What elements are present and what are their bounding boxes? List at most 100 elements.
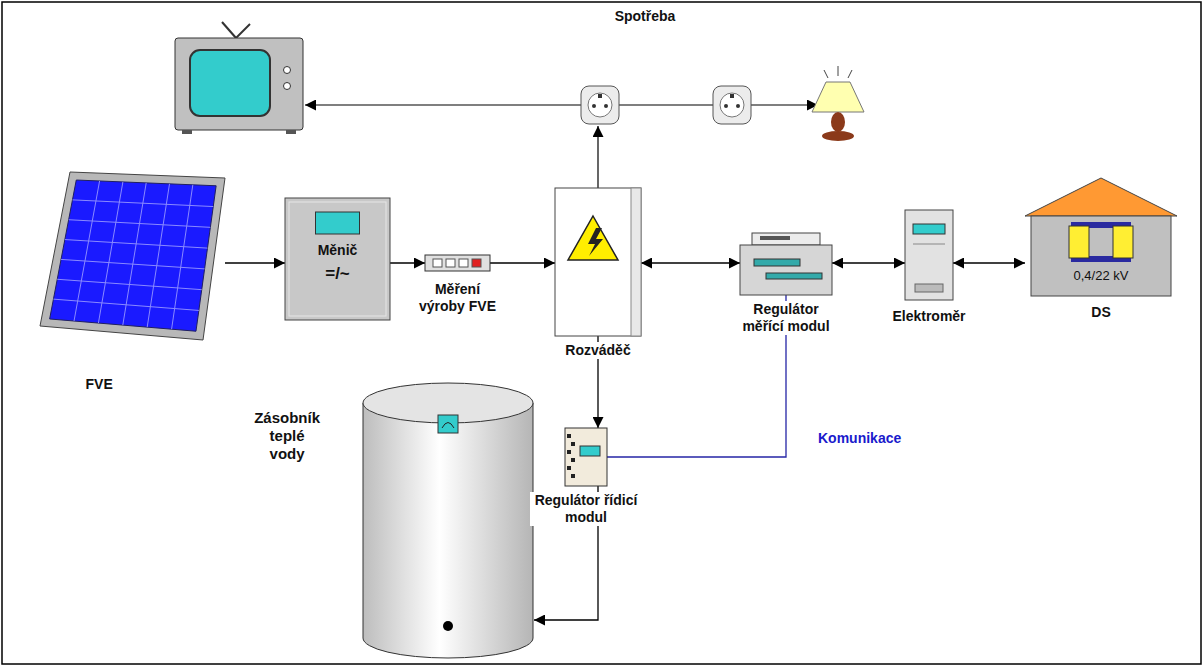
distribution-cabinet-shape xyxy=(555,188,641,336)
power-connector xyxy=(390,262,425,263)
power-connector xyxy=(641,262,740,263)
panel-grid xyxy=(172,185,193,329)
tv-screen xyxy=(190,50,270,116)
tv-foot xyxy=(182,130,192,134)
wire-socket xyxy=(619,104,713,105)
power-connector xyxy=(953,262,1025,263)
tv-foot xyxy=(286,130,296,134)
production-meter-shape xyxy=(425,255,490,271)
inverter-body xyxy=(285,198,390,320)
panel-frame xyxy=(40,172,225,340)
socket-icon xyxy=(581,86,619,124)
control-body xyxy=(565,428,607,486)
control-vent xyxy=(567,450,571,454)
control-vent xyxy=(571,474,575,478)
meter-strip xyxy=(425,255,490,271)
tv-knob xyxy=(284,83,291,90)
panel-grid xyxy=(53,299,198,310)
node-label: FVE xyxy=(84,376,115,393)
meter-digit xyxy=(433,259,442,267)
tv-knob xyxy=(284,67,291,74)
node-label: Měnič xyxy=(285,242,390,259)
socket-plate xyxy=(581,86,619,124)
node-label: =/~ xyxy=(285,264,390,284)
socket-plate xyxy=(713,86,751,124)
panel-cells xyxy=(50,180,217,331)
socket-pin xyxy=(736,104,740,108)
production-meter: Měření výroby FVE xyxy=(425,255,490,271)
solar-panel: FVE xyxy=(40,172,225,340)
wire-to-lamp xyxy=(751,104,818,105)
grid-substation: 0,4/22 kVDS xyxy=(1025,178,1177,296)
distribution-cabinet: Rozváděč xyxy=(555,188,641,336)
regulator-body xyxy=(740,245,832,295)
lamp-body xyxy=(831,112,845,132)
tv-antenna xyxy=(222,22,236,38)
panel-grid xyxy=(72,200,213,207)
regulator-module-shape xyxy=(740,233,832,295)
tv-icon xyxy=(175,22,303,134)
connector-label: Komunikace xyxy=(816,430,903,446)
gauge-needle xyxy=(442,423,454,429)
socket-ground xyxy=(598,94,602,98)
tv-body xyxy=(175,38,303,130)
lamp-ray xyxy=(824,70,828,78)
socket-pin xyxy=(604,104,608,108)
electricity-meter: Elektroměr xyxy=(905,210,953,300)
tank-outlet xyxy=(443,621,453,631)
control-vent xyxy=(571,442,575,446)
socket-face xyxy=(720,93,744,117)
meter-digit xyxy=(446,259,455,267)
power-connector xyxy=(832,262,905,263)
cabinet-body xyxy=(555,188,641,336)
regulator-module: Regulátor měřící modul xyxy=(740,233,832,295)
control-module-shape xyxy=(565,428,607,486)
warning-triangle xyxy=(568,216,618,260)
meter-digit xyxy=(472,259,481,267)
socket-pin xyxy=(724,104,728,108)
control-vent xyxy=(571,458,575,462)
node-label: DS xyxy=(1089,304,1112,321)
inverter-bevel xyxy=(289,202,386,316)
node-label: Měření výroby FVE xyxy=(411,281,505,315)
lightning-bolt xyxy=(588,228,603,256)
wire-to-tv xyxy=(305,104,581,105)
node-label: 0,4/22 kV xyxy=(1025,268,1177,284)
node-label: Elektroměr xyxy=(890,308,967,325)
house-body xyxy=(1031,216,1171,296)
socket-icon xyxy=(713,86,751,124)
group-heading: Spotřeba xyxy=(613,8,678,24)
regulator-top xyxy=(752,233,820,245)
meter-terminal xyxy=(915,284,943,292)
wire-to-consumption xyxy=(597,126,598,188)
control-screen xyxy=(580,446,600,456)
electricity-meter-shape xyxy=(905,210,953,300)
tank-body xyxy=(363,403,533,658)
lamp-icon xyxy=(812,66,864,141)
panel-grid xyxy=(65,240,208,249)
regulator-stripe xyxy=(754,259,800,266)
regulator-stripe xyxy=(766,273,822,279)
transformer-coil xyxy=(1069,226,1089,258)
water-tank-shape xyxy=(362,383,534,658)
house-roof xyxy=(1025,178,1177,216)
lamp-ray xyxy=(848,70,852,78)
panel-grid xyxy=(74,181,100,321)
regulator-mark xyxy=(760,236,790,240)
inverter-box: Měnič =/~ xyxy=(285,198,390,320)
panel-grid xyxy=(57,279,201,289)
tank-gauge xyxy=(438,415,458,433)
meter-line xyxy=(913,244,945,245)
control-vent xyxy=(567,466,571,470)
node-label: Zásobník teplé vody xyxy=(254,409,320,463)
meter-body xyxy=(905,210,953,300)
socket-pin xyxy=(592,104,596,108)
tv-antenna xyxy=(236,24,250,38)
node-label: Regulátor řídicí modul xyxy=(530,492,642,526)
water-tank: Zásobník teplé vody xyxy=(362,383,534,658)
socket-ground xyxy=(730,94,734,98)
socket-face xyxy=(588,93,612,117)
power-connector xyxy=(490,262,555,263)
